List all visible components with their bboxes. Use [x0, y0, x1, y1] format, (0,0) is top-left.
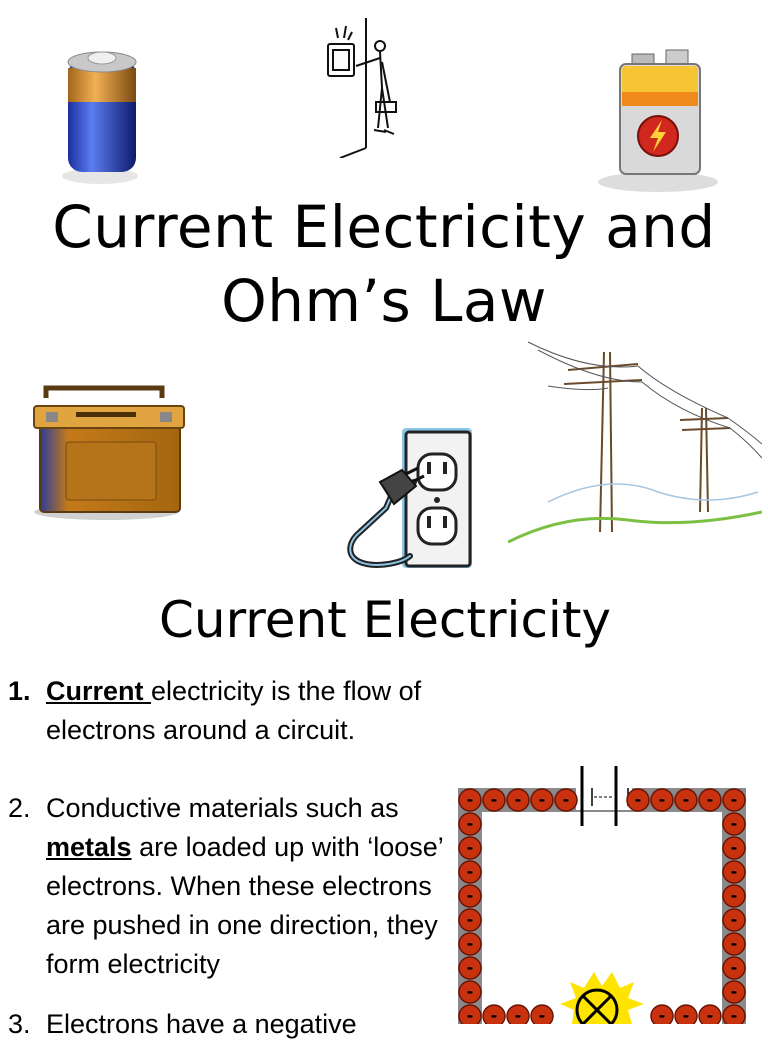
electron-sign: -: [731, 862, 738, 881]
list-text-line: are pushed in one direction, they: [46, 910, 438, 940]
electron-sign: -: [539, 1006, 546, 1024]
electron: [698, 1004, 722, 1024]
electron: [554, 788, 578, 812]
electron-sign: -: [731, 790, 738, 809]
electron-sign: -: [467, 982, 474, 1001]
electron: [482, 1004, 506, 1024]
key-term: Current: [46, 676, 152, 706]
section-heading: Current Electricity: [158, 591, 612, 649]
electron: [458, 980, 482, 1004]
electron: [458, 860, 482, 884]
electron: [674, 788, 698, 812]
electron: [458, 788, 482, 812]
electron: [458, 932, 482, 956]
list-text-line: Electrons have a negative: [46, 1009, 357, 1039]
electron: [458, 812, 482, 836]
electron-sign: -: [635, 790, 642, 809]
circuit-diagram: ----------------------------------: [458, 766, 746, 1024]
list-item: 3. Electrons have a negative: [8, 1005, 448, 1044]
electron-sign: -: [467, 1006, 474, 1024]
battery-lightning-icon: [598, 49, 718, 192]
electron-sign: -: [731, 910, 738, 929]
electron-sign: -: [515, 1006, 522, 1024]
electron: [674, 1004, 698, 1024]
electron: [698, 788, 722, 812]
electron: [722, 788, 746, 812]
electron-sign: -: [731, 982, 738, 1001]
electron: [722, 932, 746, 956]
electron: [458, 884, 482, 908]
list-item-text: Conductive materials such as metals are l…: [46, 789, 448, 984]
electron: [458, 956, 482, 980]
list-number: 3.: [8, 1009, 31, 1039]
electron-sign: -: [707, 1006, 714, 1024]
electron: [482, 788, 506, 812]
list-number: 2.: [8, 793, 31, 823]
electron-sign: -: [491, 1006, 498, 1024]
electron: [650, 788, 674, 812]
electron-sign: -: [683, 1006, 690, 1024]
electron-sign: -: [467, 862, 474, 881]
electron-sign: -: [491, 790, 498, 809]
list-item: 1. Current electricity is the flow of ele…: [8, 672, 448, 750]
electron-sign: -: [467, 886, 474, 905]
electron: [722, 956, 746, 980]
electron-sign: -: [563, 790, 570, 809]
electron: [458, 908, 482, 932]
list-text-line: electrons around a circuit.: [46, 715, 356, 745]
title-line-2: Ohm’s Law: [221, 267, 547, 335]
electron-sign: -: [515, 790, 522, 809]
power-lines-icon: [508, 341, 762, 544]
electron-sign: -: [731, 838, 738, 857]
electron-sign: -: [467, 814, 474, 833]
electron-sign: -: [731, 814, 738, 833]
electron: [626, 788, 650, 812]
electron-sign: -: [707, 790, 714, 809]
list-item: 2. Conductive materials such as metals ar…: [8, 789, 448, 984]
electrician-meter-icon: [327, 18, 397, 158]
slide-title: Current Electricity and Ohm’s Law: [0, 190, 768, 338]
electron-sign: -: [467, 838, 474, 857]
electron: [722, 812, 746, 836]
battery-icon: [62, 51, 138, 184]
list-text-line: are loaded up with ‘loose’: [131, 832, 444, 862]
list-text-line: electrons. When these electrons: [46, 871, 432, 901]
electron: [458, 836, 482, 860]
electron-sign: -: [731, 1006, 738, 1024]
electron: [530, 1004, 554, 1024]
list-item-text: Current electricity is the flow of electr…: [46, 672, 448, 750]
electron: [722, 908, 746, 932]
electron-sign: -: [467, 790, 474, 809]
electron-sign: -: [683, 790, 690, 809]
electron-sign: -: [659, 790, 666, 809]
electron-sign: -: [731, 958, 738, 977]
electron-sign: -: [731, 934, 738, 953]
electron-sign: -: [467, 910, 474, 929]
electron-sign: -: [467, 958, 474, 977]
list-text-line: form electricity: [46, 949, 221, 979]
electron-sign: -: [539, 790, 546, 809]
electron-sign: -: [659, 1006, 666, 1024]
list-text-line: electricity is the flow of: [151, 676, 422, 706]
car-battery-icon: [33, 385, 185, 520]
list-number: 1.: [8, 676, 31, 706]
electron: [650, 1004, 674, 1024]
electron: [722, 1004, 746, 1024]
bulb-icon: [560, 972, 644, 1024]
plug-outlet-icon: [347, 428, 472, 568]
electron: [722, 980, 746, 1004]
title-line-1: Current Electricity and: [52, 193, 716, 261]
electron-sign: -: [731, 886, 738, 905]
list-text-line: Conductive materials such as: [46, 793, 399, 823]
list-item-text: Electrons have a negative: [46, 1005, 448, 1044]
electron: [722, 860, 746, 884]
electron: [458, 1004, 482, 1024]
electron: [722, 836, 746, 860]
electron: [506, 788, 530, 812]
electron: [506, 1004, 530, 1024]
key-term: metals: [46, 832, 132, 862]
electron-sign: -: [467, 934, 474, 953]
electron: [722, 884, 746, 908]
electron: [530, 788, 554, 812]
